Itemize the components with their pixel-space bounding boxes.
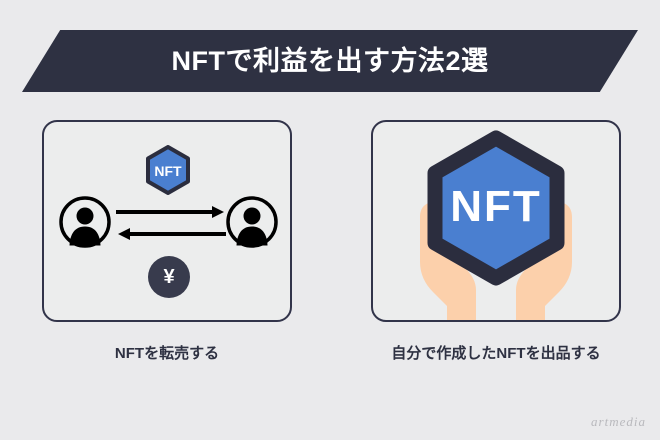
caption-resell: NFTを転売する <box>114 345 220 362</box>
person-icon-buyer <box>226 196 278 248</box>
card-mint[interactable]: NFT <box>371 120 621 322</box>
card-resell[interactable]: NFT <box>42 120 292 322</box>
card-row: NFT <box>0 120 660 326</box>
nft-hexagon-icon: NFT <box>144 145 192 195</box>
svg-text:NFT: NFT <box>154 163 182 179</box>
title-banner: NFTで利益を出す方法2選 <box>22 30 638 92</box>
page-title: NFTで利益を出す方法2選 <box>171 45 489 76</box>
hands-holding-nft-icon: NFT <box>373 122 619 320</box>
watermark: artmedia <box>591 414 646 429</box>
yen-coin-icon: ¥ <box>148 256 190 298</box>
svg-text:NFT: NFT <box>450 182 542 231</box>
yen-symbol: ¥ <box>163 265 175 288</box>
exchange-arrows-icon <box>116 204 226 242</box>
caption-mint: 自分で作成したNFTを出品する <box>391 345 601 362</box>
person-icon-seller <box>59 196 111 248</box>
